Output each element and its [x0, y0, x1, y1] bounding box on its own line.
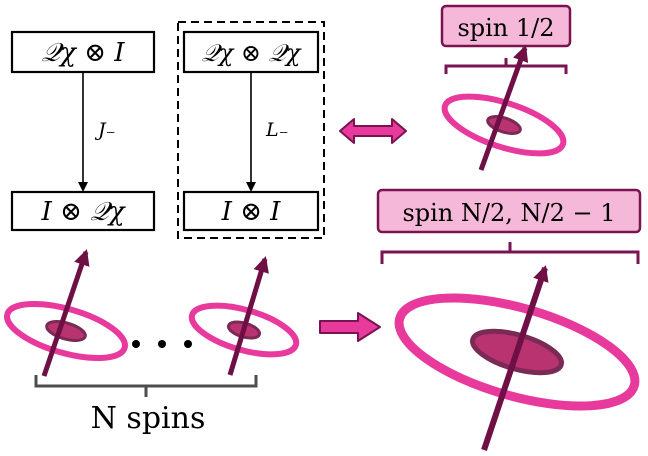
- spin-half-label: spin 1/2: [457, 14, 554, 42]
- flow-right-top-box: [182, 30, 320, 74]
- spin-half-bracket: [444, 58, 568, 74]
- spin-half-label-group: spin 1/2: [440, 4, 572, 74]
- spin-small-left-arrow: [41, 249, 90, 377]
- flow-left: 𝒬χ ⊗ I J₋ I ⊗ 𝒬χ: [10, 30, 156, 232]
- flow-left-top-label: 𝒬χ ⊗ I: [41, 38, 125, 68]
- flow-right-dashed-frame: [177, 21, 325, 239]
- flow-left-arrow-label: J₋: [94, 119, 116, 141]
- flow-right-arrow-label: L₋: [265, 119, 289, 141]
- n-spins-label: N spins: [91, 401, 206, 436]
- flow-left-bottom-box: [10, 190, 156, 232]
- flow-right-top-label: 𝒬χ ⊗ 𝒬χ: [202, 39, 302, 67]
- spin-big-label-box: [376, 188, 642, 234]
- flow-right-bottom-box: [182, 190, 320, 232]
- n-spins-bracket: [34, 375, 258, 397]
- ellipsis-dots: [132, 340, 192, 348]
- spin-half-arrow: [478, 45, 529, 171]
- flow-right: 𝒬χ ⊗ 𝒬χ L₋ I ⊗ I: [177, 21, 325, 239]
- spin-half-icon: [441, 93, 567, 157]
- spin-big-label: spin N/2, N/2 − 1: [402, 199, 615, 227]
- right-arrow-icon: [319, 312, 381, 342]
- spin-small-right-arrow: [227, 256, 269, 376]
- flow-left-bottom-label: I ⊗ 𝒬χ: [40, 197, 126, 227]
- n-spins-group: N spins: [34, 375, 258, 436]
- spin-big-label-group: spin N/2, N/2 − 1: [376, 188, 642, 264]
- spin-half-label-box: [440, 4, 572, 48]
- spin-big-arrow: [481, 265, 549, 451]
- double-arrow-icon: [339, 118, 407, 144]
- flow-left-top-box: [10, 30, 156, 74]
- spin-big-bracket: [380, 242, 640, 264]
- flow-right-bottom-label: I ⊗ I: [221, 197, 282, 227]
